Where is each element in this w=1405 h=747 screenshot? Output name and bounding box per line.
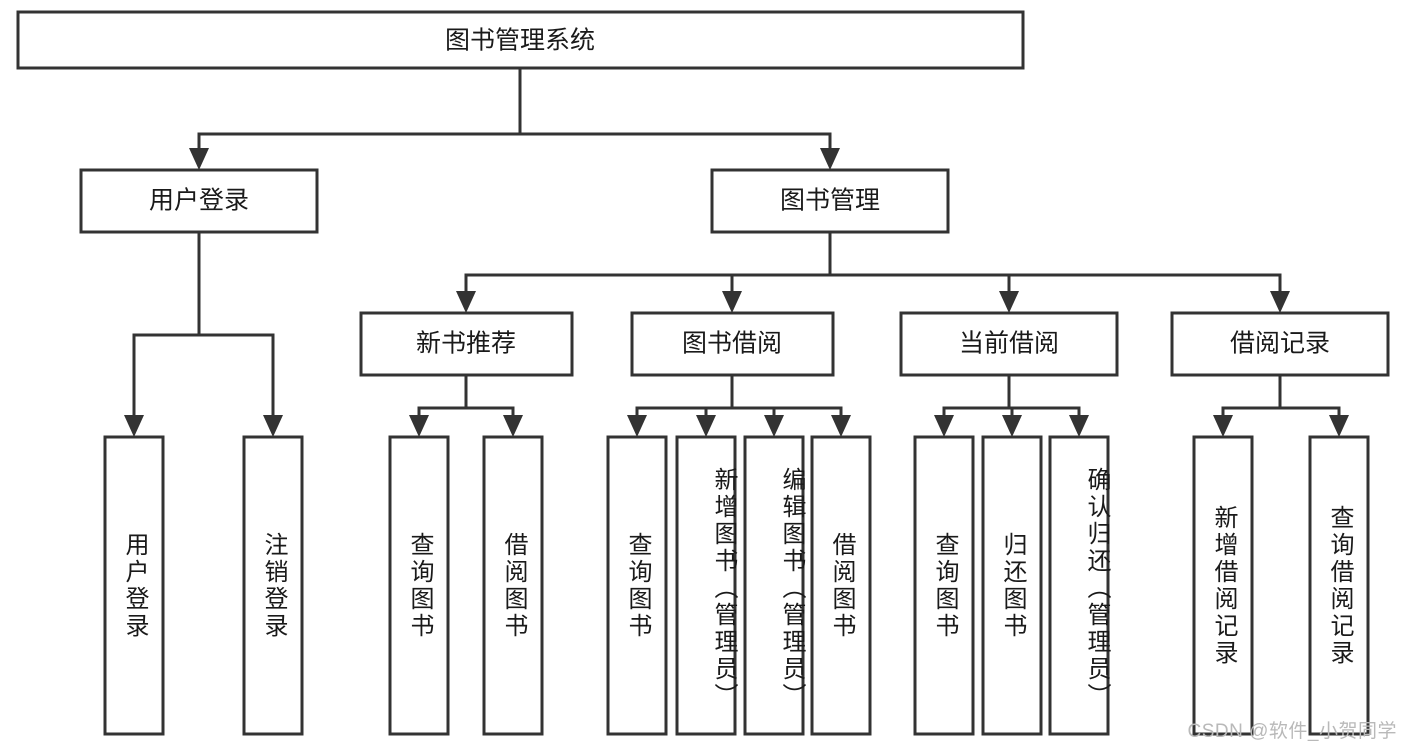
node-borrow-records-box[interactable] xyxy=(1170,311,1390,377)
leaf-box-bb-add-book[interactable] xyxy=(675,435,737,736)
node-root-box[interactable] xyxy=(16,10,1025,70)
node-user-login[interactable]: 用户登录 xyxy=(79,168,319,234)
arrow-head-book-mgmt xyxy=(820,148,840,170)
leaf-box-br-query-record[interactable] xyxy=(1308,435,1370,736)
node-book-borrow-label: 图书借阅 xyxy=(682,330,782,358)
arrow-head-br-leaf2 xyxy=(1329,415,1349,437)
arrow-head-leaf-user-login xyxy=(124,415,144,437)
leaf-box-cb-query-book[interactable] xyxy=(913,435,975,736)
leaf-box-user-login[interactable] xyxy=(103,435,165,736)
watermark-text: CSDN @软件_小贺同学 xyxy=(1187,721,1397,742)
node-book-management[interactable]: 图书管理 xyxy=(710,168,950,234)
leaf-box-cb-confirm-return[interactable] xyxy=(1048,435,1110,736)
node-root-label: 图书管理系统 xyxy=(445,27,595,55)
leaf-box-bb-borrow-book[interactable] xyxy=(810,435,872,736)
node-current-borrow-box[interactable] xyxy=(899,311,1119,377)
node-root-book-management-system[interactable]: 图书管理系统 xyxy=(16,10,1025,70)
node-user-login-label: 用户登录 xyxy=(149,187,249,215)
node-borrow-records-label: 借阅记录 xyxy=(1230,330,1330,358)
leaf-box-bb-query-book[interactable] xyxy=(606,435,668,736)
node-borrow-records[interactable]: 借阅记录 xyxy=(1170,311,1390,377)
arrow-head-nb-leaf1 xyxy=(409,415,429,437)
arrow-head-cb-leaf3 xyxy=(1069,415,1089,437)
arrow-head-user-login xyxy=(189,148,209,170)
arrow-head-cb-leaf1 xyxy=(934,415,954,437)
arrow-head-cb-leaf2 xyxy=(1002,415,1022,437)
arrow-head-bb-leaf1 xyxy=(627,415,647,437)
arrow-head-bb-leaf3 xyxy=(764,415,784,437)
node-current-borrow[interactable]: 当前借阅 xyxy=(899,311,1119,377)
leaf-box-br-add-record[interactable] xyxy=(1192,435,1254,736)
node-new-book-recommend-label: 新书推荐 xyxy=(416,330,516,358)
leaf-box-nb-query-book[interactable] xyxy=(388,435,450,736)
arrow-head-current-borrow xyxy=(999,291,1019,313)
node-book-borrow[interactable]: 图书借阅 xyxy=(630,311,835,377)
arrow-head-book-borrow xyxy=(722,291,742,313)
leaf-box-nb-borrow-book[interactable] xyxy=(482,435,544,736)
node-user-login-box[interactable] xyxy=(79,168,319,234)
arrow-head-borrow-records xyxy=(1270,291,1290,313)
arrow-head-nb-leaf2 xyxy=(503,415,523,437)
node-current-borrow-label: 当前借阅 xyxy=(959,330,1059,358)
node-new-book-recommend[interactable]: 新书推荐 xyxy=(359,311,574,377)
arrow-head-br-leaf1 xyxy=(1213,415,1233,437)
leaf-box-bb-edit-book[interactable] xyxy=(743,435,805,736)
node-book-management-box[interactable] xyxy=(710,168,950,234)
leaf-box-logout[interactable] xyxy=(242,435,304,736)
node-new-book-recommend-box[interactable] xyxy=(359,311,574,377)
arrow-head-leaf-logout xyxy=(263,415,283,437)
connector-group xyxy=(124,66,1349,437)
arrow-head-new-book xyxy=(456,291,476,313)
arrow-head-bb-leaf2 xyxy=(696,415,716,437)
leaf-box-cb-return-book[interactable] xyxy=(981,435,1043,736)
arrow-head-bb-leaf4 xyxy=(831,415,851,437)
node-book-borrow-box[interactable] xyxy=(630,311,835,377)
node-book-management-label: 图书管理 xyxy=(780,187,880,215)
